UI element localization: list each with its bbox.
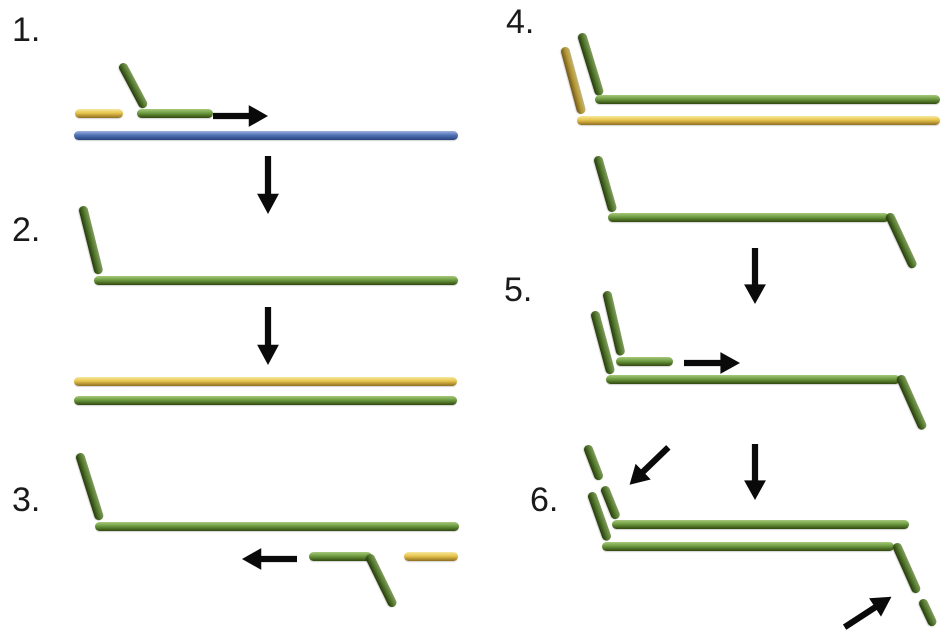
hairpin-right-arm-rod	[895, 373, 928, 432]
single-strand-rod	[608, 213, 889, 222]
step-1-label: 1.	[12, 11, 41, 49]
hairpin-foldback-rod	[616, 357, 673, 366]
primer-arm-rod	[117, 61, 149, 110]
duplex-arm-yellow-rod	[559, 45, 587, 115]
hairpin-strand-rod	[606, 375, 900, 384]
nick-arrow-icon	[621, 438, 678, 494]
duplex-green-rod	[595, 95, 940, 104]
reverse-primer-rod	[309, 552, 372, 561]
extension-arrow-right-icon	[684, 352, 740, 374]
reaction-arrow-down-icon	[255, 156, 281, 214]
nicked-fragment-bottom-rod	[917, 597, 938, 628]
single-strand-right-arm-rod	[884, 211, 919, 270]
single-strand-left-arm-rod	[592, 154, 618, 214]
duplex-arm-green-rod	[576, 31, 605, 97]
duplex-bottom-rod	[74, 396, 457, 405]
product-lower-strand-rod	[602, 542, 894, 551]
step-4-label: 4.	[506, 3, 535, 41]
extension-arrow-left-icon	[242, 546, 297, 572]
duplex-yellow-rod	[577, 116, 940, 125]
step-5-label: 5.	[504, 271, 533, 309]
duplex-top-rod	[74, 377, 457, 386]
reaction-arrow-down-icon	[255, 307, 281, 365]
extended-strand-rod	[94, 276, 458, 285]
primer-rod	[137, 109, 213, 118]
displaced-tail-rod	[404, 552, 458, 561]
nick-arrow-icon	[837, 586, 898, 636]
step-6-label: 6.	[530, 481, 559, 519]
reaction-arrow-down-icon	[742, 444, 768, 500]
product-right-arm-rod	[891, 541, 922, 595]
step-2-label: 2.	[12, 211, 41, 249]
extension-arrow-right-icon	[213, 105, 268, 127]
template-strand-rod	[74, 131, 458, 140]
reverse-primer-arm-rod	[364, 552, 398, 609]
primer-tail-rod	[75, 109, 123, 118]
bent-strand-rod	[95, 522, 459, 531]
nicked-fragment-top-rod	[582, 443, 605, 482]
reaction-arrow-down-icon	[742, 248, 768, 304]
product-upper-strand-rod	[612, 520, 909, 529]
extended-strand-arm-rod	[78, 205, 104, 276]
bent-strand-arm-rod	[74, 451, 105, 522]
step-3-label: 3.	[12, 481, 41, 519]
